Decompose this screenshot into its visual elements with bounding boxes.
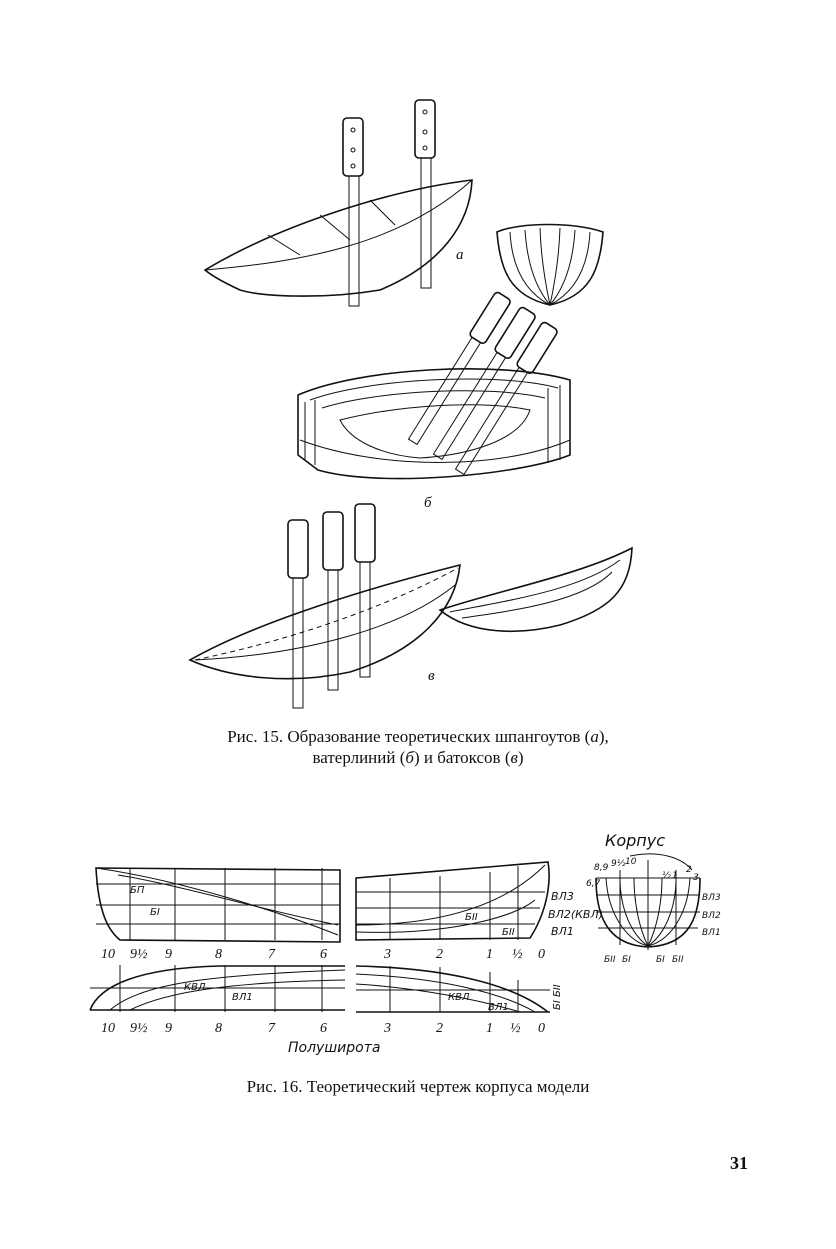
body-label: 2	[686, 865, 692, 875]
station-label: 8	[215, 1021, 222, 1036]
station-label: 6	[320, 947, 327, 962]
body-label: ВЛ3	[702, 893, 721, 903]
waterline-label: ВЛ1	[551, 925, 574, 938]
body-label: 1	[672, 871, 678, 881]
figure-15-caption: Рис. 15. Образование теоретических шпанг…	[0, 726, 836, 768]
station-label: 2	[436, 1021, 443, 1036]
page-number: 31	[730, 1153, 748, 1173]
hull-a-illustration	[203, 99, 473, 307]
body-label: БII	[672, 955, 684, 965]
station-label: 2	[436, 947, 443, 962]
station-label: 9½	[130, 1021, 148, 1036]
waterline-labels: ВЛ3 ВЛ2(КВЛ) ВЛ1	[548, 890, 603, 938]
caption-text: Рис. 15. Образование теоретических шпанг…	[227, 727, 591, 746]
station-label: 3	[383, 947, 391, 962]
station-label: 3	[383, 1021, 391, 1036]
caption-text: ) и батоксов (	[413, 748, 511, 767]
hull-v-illustration	[188, 503, 461, 709]
station-label: 9	[165, 947, 172, 962]
buttock-label: БII	[465, 912, 478, 923]
buttock-label: БII	[502, 927, 515, 938]
body-label: БI	[622, 955, 631, 965]
figure-16-caption: Рис. 16. Теоретический чертеж корпуса мо…	[246, 1077, 590, 1096]
caption-italic: а	[590, 727, 599, 746]
caption-italic: б	[405, 748, 414, 767]
plan-label: ВЛ1	[488, 1002, 509, 1013]
body-label: ВЛ2	[702, 911, 721, 921]
caption-line-2: ватерлиний (б) и батоксов (в)	[0, 747, 836, 768]
plan-label: БI БII	[552, 984, 563, 1010]
waterline-label: ВЛ2(КВЛ)	[548, 908, 603, 921]
body-label: 3	[693, 873, 699, 883]
body-label: ВЛ1	[702, 928, 721, 938]
body-view-title: Корпус	[605, 831, 665, 850]
body-label: 10	[625, 857, 637, 867]
station-label: ½	[510, 1021, 521, 1036]
buttock-slice-illustration	[438, 546, 633, 633]
caption-text: ),	[598, 727, 609, 746]
waterline-label: ВЛ3	[551, 890, 574, 903]
body-label: 8,9	[594, 863, 609, 873]
body-view-labels: 8,9 9½ 10 ½ 1 2 3 6,7 ВЛ3 ВЛ2 ВЛ1 БII БI…	[586, 857, 721, 965]
caption-line-1: Рис. 15. Образование теоретических шпанг…	[0, 726, 836, 747]
station-label: 6	[320, 1021, 327, 1036]
station-label: 10	[101, 1021, 115, 1036]
side-view-buttock-labels: БП БI БII БII	[130, 885, 515, 938]
plan-label: КВЛ	[448, 992, 470, 1003]
label-a: а	[456, 247, 464, 263]
station-label: 1	[486, 1021, 493, 1036]
half-breadth-station-labels: 10 9½ 9 8 7 6 3 2 1 ½ 0	[101, 1021, 545, 1036]
lines-plan-half-breadth	[89, 965, 550, 1013]
station-label: 9½	[130, 947, 148, 962]
station-label: 10	[101, 947, 115, 962]
station-label: 9	[165, 1021, 172, 1036]
caption-text: )	[517, 748, 524, 767]
body-label: 9½	[611, 859, 626, 869]
body-label: ½	[662, 871, 671, 881]
body-label: БI	[656, 955, 665, 965]
plan-view-labels: КВЛ ВЛ1 КВЛ ВЛ1 БI БII	[184, 982, 563, 1013]
caption-text: ватерлиний (	[312, 748, 406, 767]
station-label: 8	[215, 947, 222, 962]
label-b: б	[424, 495, 432, 511]
body-label: 6,7	[586, 879, 601, 889]
caption-italic: в	[510, 748, 518, 767]
station-label: 7	[268, 1021, 276, 1036]
label-v: в	[428, 668, 435, 684]
station-label: 0	[538, 1021, 545, 1036]
frame-sections-illustration	[496, 223, 604, 306]
lines-plan-side-view	[95, 861, 550, 943]
body-label: БII	[604, 955, 616, 965]
hull-b-illustration	[297, 291, 571, 480]
side-station-labels: 10 9½ 9 8 7 6 3 2 1 ½ 0	[101, 947, 545, 962]
buttock-label: БП	[130, 885, 145, 896]
station-label: 7	[268, 947, 276, 962]
station-label: 1	[486, 947, 493, 962]
buttock-label: БI	[150, 907, 160, 918]
station-label: 0	[538, 947, 545, 962]
lines-plan-body-view	[595, 853, 701, 950]
plan-label: ВЛ1	[232, 992, 253, 1003]
station-label: ½	[512, 947, 523, 962]
plan-label: КВЛ	[184, 982, 206, 993]
half-breadth-label: Полуширота	[288, 1040, 380, 1056]
